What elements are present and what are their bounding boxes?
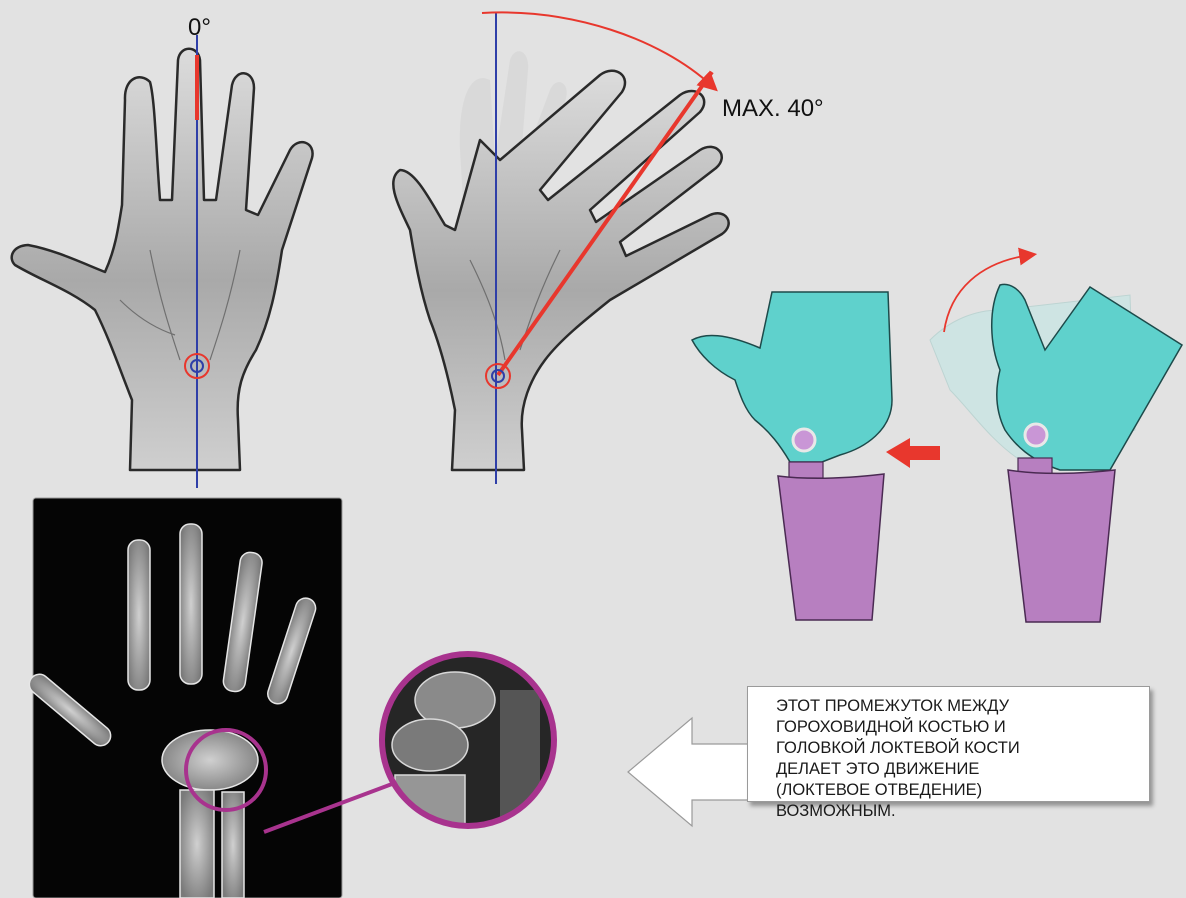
xray-finger-1 <box>128 540 150 690</box>
push-arrow <box>886 438 940 468</box>
hand-deviated <box>393 12 728 484</box>
hand-neutral-silhouette <box>12 49 313 470</box>
zoom-bone-b <box>392 719 468 771</box>
angle-label-max: MAX. 40° <box>722 95 824 123</box>
schematic-deviated <box>930 255 1182 622</box>
xray-carpals <box>162 730 258 790</box>
pointer-arrow <box>628 718 748 826</box>
hand-neutral <box>12 35 313 488</box>
xray-image <box>25 498 392 898</box>
pivot-dot-neutral <box>793 429 815 451</box>
angle-label-zero: 0° <box>188 14 211 42</box>
zoom-inset <box>380 650 560 840</box>
xray-finger-2 <box>180 524 202 684</box>
hand-bone-shape-deviated <box>992 284 1182 470</box>
schematic-neutral <box>692 292 940 620</box>
pivot-dot-deviated <box>1025 424 1047 446</box>
hand-deviated-silhouette <box>393 71 728 470</box>
forearm-bone-neutral <box>778 474 884 620</box>
callout-text: ЭТОТ ПРОМЕЖУТОК МЕЖДУ ГОРОХОВИДНОЙ КОСТЬ… <box>776 696 1139 822</box>
wrist-gap-neutral <box>789 462 823 478</box>
callout-box: ЭТОТ ПРОМЕЖУТОК МЕЖДУ ГОРОХОВИДНОЙ КОСТЬ… <box>747 686 1150 802</box>
forearm-bone-deviated <box>1008 470 1115 622</box>
